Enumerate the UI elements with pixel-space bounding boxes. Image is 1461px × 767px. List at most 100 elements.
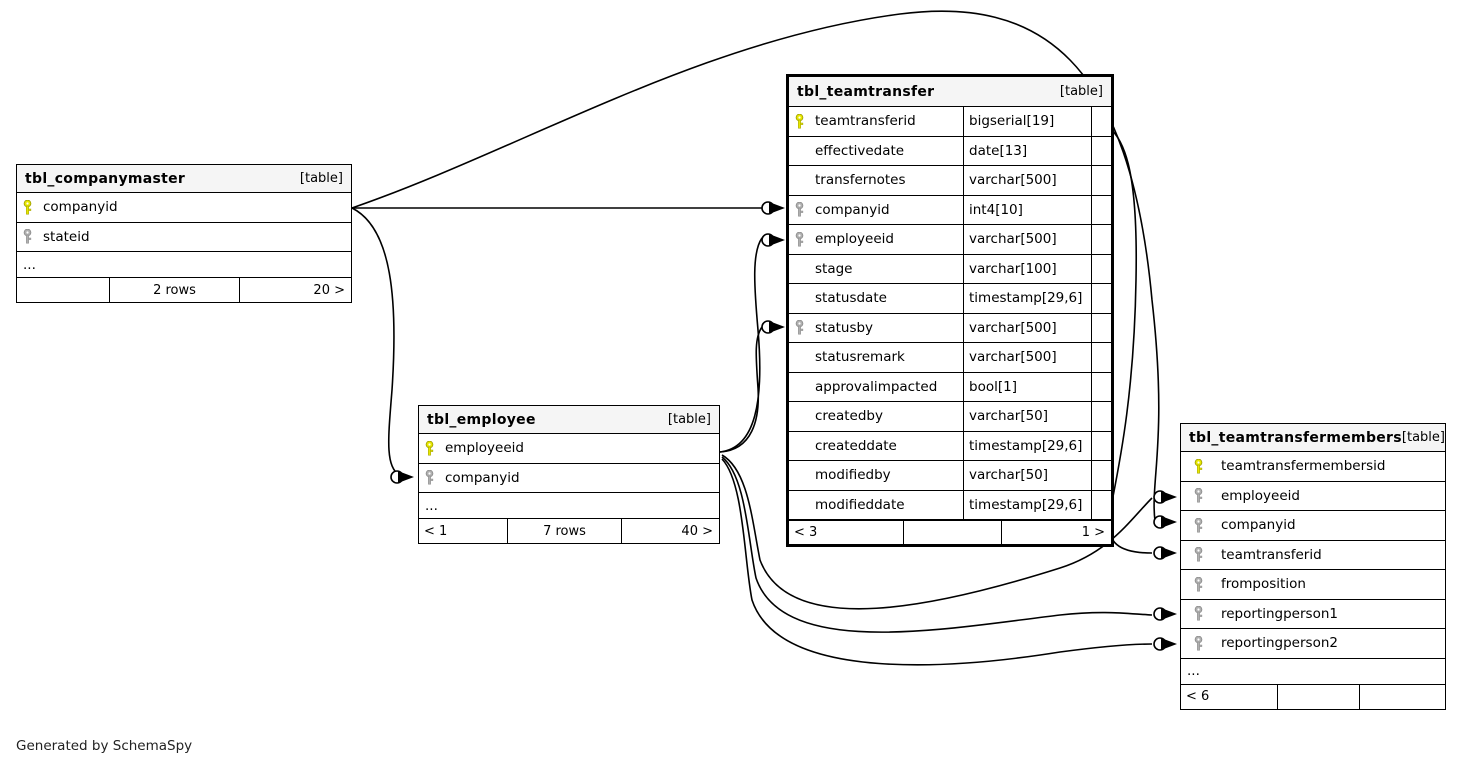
table-type-tag: [table] <box>299 171 343 186</box>
edge-crowfoot <box>1161 516 1177 528</box>
column-type: bigserial[19] <box>963 107 1091 136</box>
column-row[interactable]: stateid <box>17 223 351 252</box>
column-row[interactable]: companyid int4[10] <box>789 195 1111 225</box>
more-columns-indicator: ... <box>419 493 719 519</box>
table-tbl_teamtransfer[interactable]: tbl_teamtransfer [table] teamtransferid … <box>786 74 1114 547</box>
foreign-key-icon <box>1181 482 1215 511</box>
column-row[interactable]: statusby varchar[500] <box>789 313 1111 343</box>
column-row[interactable]: modifieddate timestamp[29,6] <box>789 490 1111 520</box>
column-name: modifiedby <box>815 467 891 484</box>
column-type: varchar[500] <box>963 343 1091 372</box>
foreign-key-icon <box>789 314 809 343</box>
footer-right: 1 > <box>1001 521 1111 544</box>
column-row[interactable]: effectivedate date[13] <box>789 136 1111 166</box>
edge-endpoint-circle <box>1153 546 1167 560</box>
column-row[interactable]: reportingperson2 <box>1181 629 1445 659</box>
edge-crowfoot <box>1161 638 1177 650</box>
column-row[interactable]: modifiedby varchar[50] <box>789 461 1111 491</box>
column-type: varchar[100] <box>963 254 1091 283</box>
column-name: companyid <box>1221 517 1296 534</box>
footer-left <box>17 278 109 302</box>
no-key-slot <box>789 402 809 431</box>
column-row[interactable]: employeeid varchar[500] <box>789 225 1111 255</box>
edge-crowfoot <box>1161 547 1177 559</box>
column-type: date[13] <box>963 136 1091 165</box>
column-name: teamtransferid <box>1221 546 1322 563</box>
column-spacer <box>1091 107 1111 136</box>
column-row[interactable]: statusdate timestamp[29,6] <box>789 284 1111 314</box>
column-row[interactable]: reportingperson1 <box>1181 600 1445 629</box>
column-row[interactable]: companyid <box>17 193 351 223</box>
footer-left: < 3 <box>794 525 818 540</box>
foreign-key-icon <box>789 196 809 225</box>
column-type: varchar[500] <box>963 225 1091 254</box>
footer-rowcount: 2 rows <box>109 278 239 302</box>
column-row[interactable]: teamtransferid bigserial[19] <box>789 107 1111 137</box>
column-row[interactable]: transfernotes varchar[500] <box>789 166 1111 196</box>
primary-key-icon <box>419 434 439 463</box>
foreign-key-icon <box>1181 511 1215 540</box>
edge-endpoint-circle <box>1153 607 1167 621</box>
column-spacer <box>1091 402 1111 431</box>
edge-crowfoot <box>398 471 414 483</box>
edge-employee-to-teamtransfer-statusby <box>719 326 763 453</box>
column-spacer <box>1091 254 1111 283</box>
column-row[interactable]: createddate timestamp[29,6] <box>789 431 1111 461</box>
primary-key-icon <box>17 193 37 222</box>
column-row[interactable]: teamtransferid <box>1181 541 1445 570</box>
column-name: employeeid <box>445 440 524 457</box>
generated-by-caption: Generated by SchemaSpy <box>16 738 193 754</box>
edge-crowfoot <box>1161 608 1177 620</box>
table-name: tbl_teamtransfer <box>797 83 935 100</box>
column-row[interactable]: teamtransfermembersid <box>1181 452 1445 482</box>
column-type: timestamp[29,6] <box>963 431 1091 460</box>
edge-endpoint-circle <box>761 201 775 215</box>
column-row[interactable]: statusremark varchar[500] <box>789 343 1111 373</box>
footer-right: 20 > <box>239 278 351 302</box>
column-row[interactable]: companyid <box>1181 511 1445 541</box>
column-name: createdby <box>815 408 883 425</box>
no-key-slot <box>789 491 809 520</box>
foreign-key-icon <box>1181 541 1215 570</box>
column-row[interactable]: employeeid <box>419 434 719 464</box>
table-name: tbl_companymaster <box>25 170 186 187</box>
table-footer: < 1 7 rows 40 > <box>419 519 719 543</box>
column-spacer <box>1091 284 1111 313</box>
column-name: stage <box>815 260 853 277</box>
no-key-slot <box>789 137 809 166</box>
column-row[interactable]: companyid <box>419 464 719 493</box>
edge-crowfoot <box>769 321 785 333</box>
column-spacer <box>1091 166 1111 195</box>
column-row[interactable]: stage varchar[100] <box>789 254 1111 284</box>
table-title-bar: tbl_employee [table] <box>419 406 719 434</box>
edge-endpoint-circle <box>390 470 404 484</box>
table-tbl_companymaster[interactable]: tbl_companymaster [table] companyid stat… <box>16 164 352 303</box>
primary-key-icon <box>789 107 809 136</box>
column-row[interactable]: approvalimpacted bool[1] <box>789 372 1111 402</box>
no-key-slot <box>789 432 809 461</box>
column-type: varchar[50] <box>963 402 1091 431</box>
column-name: statusby <box>815 319 874 336</box>
column-name: stateid <box>43 228 90 245</box>
edge-crowfoot <box>769 202 785 214</box>
table-tbl_teamtransfermembers[interactable]: tbl_teamtransfermembers [table] teamtran… <box>1180 423 1446 710</box>
foreign-key-icon <box>1181 570 1215 599</box>
footer-rowcount: 7 rows <box>507 519 621 543</box>
footer-rowcount <box>903 521 1001 544</box>
no-key-slot <box>789 373 809 402</box>
no-key-slot <box>789 343 809 372</box>
table-name: tbl_teamtransfermembers <box>1189 429 1402 446</box>
more-columns-indicator: ... <box>1181 659 1445 685</box>
more-columns-indicator: ... <box>17 252 351 278</box>
column-type: bool[1] <box>963 372 1091 401</box>
no-key-slot <box>789 255 809 284</box>
column-name: reportingperson1 <box>1221 605 1338 622</box>
table-footer: < 6 <box>1181 684 1445 709</box>
column-row[interactable]: employeeid <box>1181 482 1445 511</box>
table-footer: 2 rows 20 > <box>17 278 351 302</box>
column-row[interactable]: fromposition <box>1181 570 1445 600</box>
footer-right: 40 > <box>621 519 719 543</box>
table-tbl_employee[interactable]: tbl_employee [table] employeeid companyi… <box>418 405 720 544</box>
column-name: statusremark <box>815 349 905 366</box>
column-row[interactable]: createdby varchar[50] <box>789 402 1111 432</box>
